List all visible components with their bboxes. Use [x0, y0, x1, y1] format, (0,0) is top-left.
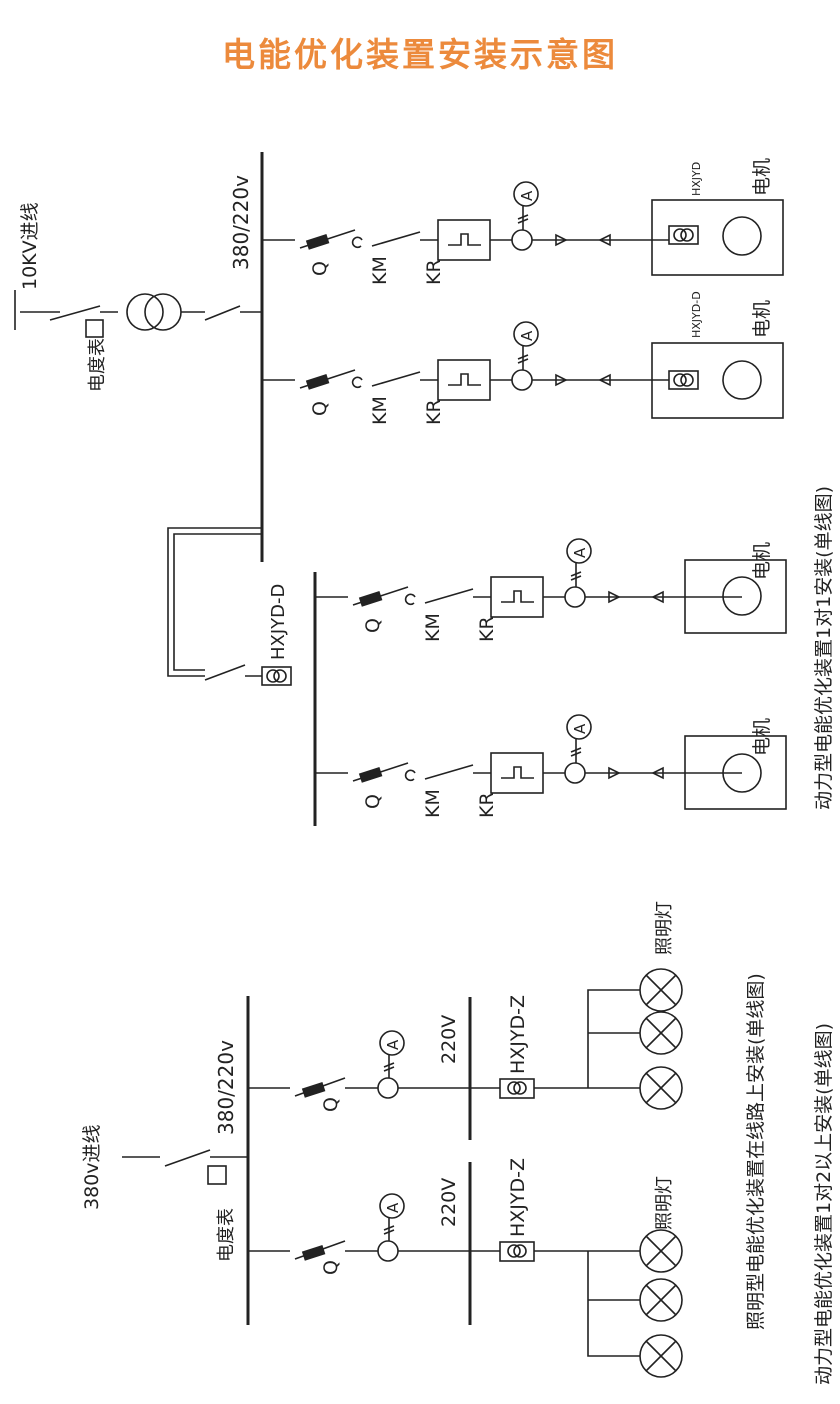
lamp-icon: [639, 1229, 683, 1273]
relay-label: KR: [423, 399, 445, 425]
ammeter-label: A: [571, 723, 589, 734]
energy-meter-icon: [85, 319, 104, 338]
subbus-label: 220V: [438, 1015, 460, 1064]
page-title: 电能优化装置安装示意图: [222, 35, 618, 74]
lamp-group-1: [587, 989, 640, 1089]
meter-label-top: 电度表: [87, 338, 108, 392]
lamp-icon: [639, 968, 683, 1012]
bus-label-bottom: 380/220v: [214, 1040, 238, 1135]
lighting-feeder-1: A Q 220V HXJYD-Z: [248, 995, 588, 1140]
relay-label: KR: [476, 616, 498, 642]
motor-label-1: 电机: [751, 158, 773, 196]
breaker-label: Q: [309, 401, 331, 416]
device-label: HXJYD-Z: [507, 995, 529, 1074]
device-label-1to1-b: HXJYD-D: [690, 291, 703, 338]
incoming-10kv: [14, 290, 262, 338]
relay-label: KR: [423, 259, 445, 285]
incoming-380v: [122, 1149, 248, 1185]
motor-box-4: [684, 735, 787, 810]
energy-meter-icon-bottom: [207, 1165, 227, 1185]
caption-lighting: 照明型电能优化装置在线路上安装(单线图): [745, 973, 767, 1330]
motor-box-2: [651, 342, 784, 419]
tie-feeder: [167, 527, 292, 686]
lamp-icon: [639, 1066, 683, 1110]
motor-box-3: [684, 559, 787, 634]
caption-1to1: 动力型电能优化装置1对1安装(单线图): [813, 486, 835, 810]
lamp-icon: [639, 1278, 683, 1322]
contactor-label: KM: [422, 613, 444, 642]
contactor-label: KM: [369, 396, 391, 425]
contactor-label: KM: [369, 256, 391, 285]
device-label: HXJYD-Z: [507, 1158, 529, 1237]
ammeter-label: A: [518, 330, 536, 341]
breaker-label: Q: [320, 1097, 342, 1112]
ammeter-label: A: [384, 1039, 402, 1050]
lamp-group-2: [587, 1250, 640, 1357]
lighting-feeder-2: A Q 220V HXJYD-Z: [248, 1158, 588, 1325]
device-label-1to2: HXJYD-D: [268, 584, 289, 660]
meter-label-bottom: 电度表: [216, 1208, 237, 1262]
incoming-380v-label: 380v进线: [81, 1124, 103, 1210]
motor-feeder-4: A Q KM KR: [315, 714, 742, 818]
incoming-10kv-label: 10KV进线: [19, 202, 41, 290]
lamp-icon: [639, 1334, 683, 1378]
lamp-label-1: 照明灯: [654, 901, 675, 955]
transformer-winding-1: [126, 293, 164, 331]
motor-label-2: 电机: [751, 300, 773, 338]
motor-feeder-3: A Q KM KR: [315, 538, 742, 642]
ammeter-label: A: [384, 1202, 402, 1213]
lamp-label-2: 照明灯: [654, 1176, 675, 1230]
subbus-label: 220V: [438, 1178, 460, 1227]
device-label-1to1-a: HXJYD: [690, 162, 703, 196]
motor-label-3: 电机: [751, 542, 773, 580]
contactor-label: KM: [422, 789, 444, 818]
hxjyd-d-device-icon: [261, 666, 292, 686]
breaker-label: Q: [362, 618, 384, 633]
motor-feeder-1: A Q KM KR: [262, 181, 669, 285]
bus-label-top: 380/220v: [229, 175, 253, 270]
lamp-icon: [639, 1011, 683, 1055]
breaker-label: Q: [320, 1260, 342, 1275]
motor-label-4: 电机: [751, 718, 773, 756]
ammeter-label: A: [571, 547, 589, 558]
motor-feeder-2: A Q KM KR: [262, 321, 669, 425]
ammeter-label: A: [518, 190, 536, 201]
breaker-label: Q: [362, 794, 384, 809]
caption-1to2: 动力型电能优化装置1对2以上安装(单线图): [813, 1023, 835, 1385]
relay-label: KR: [476, 792, 498, 818]
breaker-label: Q: [309, 261, 331, 276]
motor-box-1: [651, 199, 784, 276]
